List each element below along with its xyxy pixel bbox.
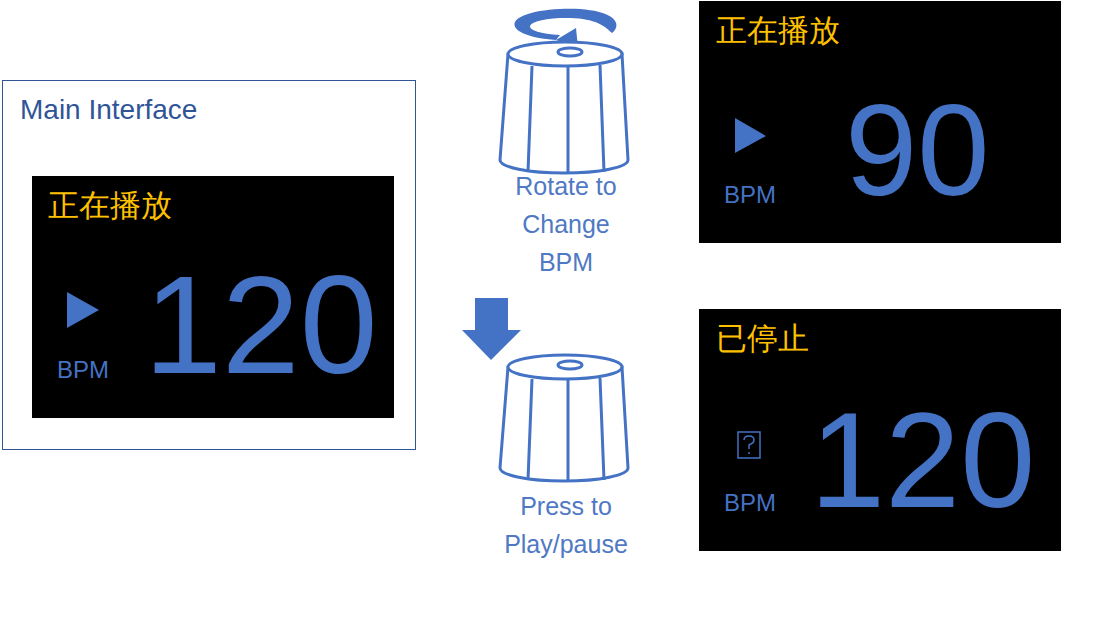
bpm-value: 90: [845, 85, 990, 215]
frame-title: Main Interface: [20, 96, 197, 124]
status-text: 正在播放: [716, 15, 840, 46]
bpm-value: 120: [144, 255, 378, 395]
unit-label: BPM: [724, 491, 776, 515]
knob-caption: Rotate to Change BPM: [496, 167, 636, 281]
knob-icon: [500, 42, 628, 174]
status-text: 已停止: [716, 323, 809, 354]
status-text: 正在播放: [48, 190, 172, 221]
unit-label: BPM: [57, 358, 109, 382]
knob-caption: Press to Play/pause: [496, 487, 636, 563]
bpm-value: 120: [810, 393, 1035, 528]
knob-icon: [500, 355, 628, 482]
display-screen: 正在播放 BPM 120: [32, 176, 394, 418]
unit-label: BPM: [724, 183, 776, 207]
down-arrow: [462, 298, 521, 360]
display-screen: 正在播放 BPM 90: [699, 1, 1061, 243]
interface-frame: Main Interface 正在播放 BPM 120: [2, 80, 416, 450]
display-screen: 已停止 BPM 120: [699, 309, 1061, 551]
